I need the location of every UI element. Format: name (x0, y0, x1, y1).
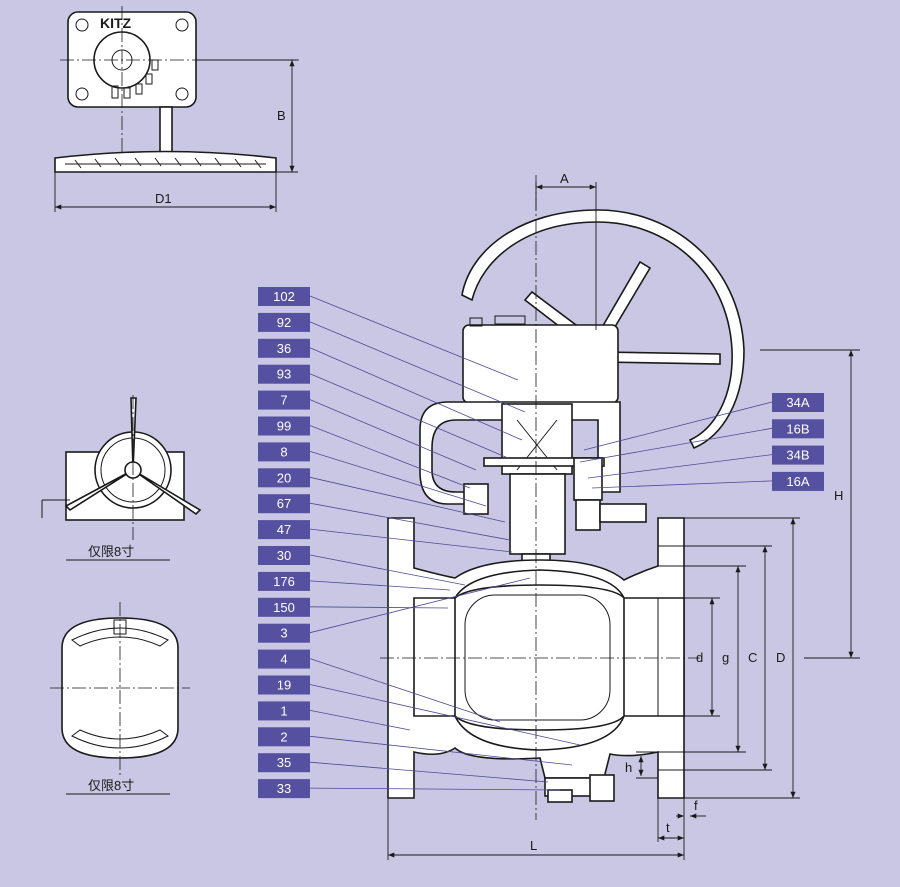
part-label-19: 19 (258, 675, 581, 746)
dim-label-A: A (560, 171, 569, 186)
dim-label-d: d (696, 650, 703, 665)
part-label-1: 1 (258, 701, 411, 731)
part-label-92: 92 (258, 312, 526, 413)
part-label-33: 33 (258, 779, 561, 799)
main-dimensions: A H d g C D h f (387, 171, 860, 860)
part-label-text: 8 (280, 444, 287, 459)
gearbox-brand-text: KITZ (100, 15, 132, 31)
part-label-text: 47 (277, 522, 291, 537)
part-label-text: 1 (280, 703, 287, 718)
part-label-20: 20 (258, 468, 506, 523)
part-label-3: 3 (258, 577, 531, 643)
part-label-4: 4 (258, 649, 501, 723)
dim-label-D: D (776, 650, 785, 665)
part-label-2: 2 (258, 727, 573, 766)
part-label-text: 92 (277, 315, 291, 330)
part-label-text: 93 (277, 367, 291, 382)
part-label-text: 20 (277, 470, 291, 485)
part-label-text: 99 (277, 419, 291, 434)
part-labels-left: 102 92 36 93 7 99 8 20 67 47 30 176 150 3 4 19 1 2 35 33 (258, 287, 581, 799)
part-label-text: 3 (280, 626, 287, 641)
part-label-text: 102 (273, 289, 295, 304)
part-label-text: 30 (277, 548, 291, 563)
gearbox-top-view: KITZ B D1 (54, 6, 300, 212)
part-label-150: 150 (258, 597, 449, 617)
part-label-text: 150 (273, 600, 295, 615)
part-label-7: 7 (258, 390, 477, 471)
ball-view-note: 仅限8寸 (88, 778, 134, 793)
dim-label-g: g (722, 650, 729, 665)
dim-label-t: t (666, 820, 670, 835)
part-label-text: 2 (280, 729, 287, 744)
part-label-34B: 34B (587, 445, 824, 479)
part-label-text: 16B (786, 421, 809, 436)
dim-label-C: C (748, 650, 757, 665)
dim-label-h: h (625, 760, 632, 775)
part-label-34A: 34A (583, 393, 824, 451)
part-label-93: 93 (258, 364, 509, 459)
part-label-16A: 16A (591, 471, 824, 491)
part-label-text: 4 (280, 652, 287, 667)
part-label-text: 34A (786, 395, 809, 410)
part-label-text: 176 (273, 574, 295, 589)
part-label-99: 99 (258, 416, 471, 489)
part-label-30: 30 (258, 546, 466, 586)
part-labels-right: 34A 16B 34B 16A (579, 393, 824, 491)
part-label-text: 7 (280, 393, 287, 408)
dim-label-D1: D1 (155, 191, 172, 206)
dim-label-B: B (277, 108, 286, 123)
part-label-text: 34B (786, 448, 809, 463)
part-label-text: 33 (277, 781, 291, 796)
dim-label-f: f (694, 798, 698, 813)
part-label-36: 36 (258, 338, 523, 441)
dim-label-L: L (530, 838, 537, 853)
part-label-176: 176 (258, 571, 451, 591)
part-label-text: 36 (277, 341, 291, 356)
ball-detail-view: 仅限8寸 (50, 602, 190, 795)
wheel-view-note: 仅限8寸 (88, 544, 134, 559)
part-label-text: 16A (786, 474, 809, 489)
part-label-47: 47 (258, 520, 513, 553)
part-label-text: 35 (277, 755, 291, 770)
part-label-8: 8 (258, 442, 487, 507)
part-label-67: 67 (258, 494, 511, 541)
handwheel-detail-view: 仅限8寸 (41, 395, 202, 561)
dim-label-H: H (834, 488, 843, 503)
valve-main-section (380, 175, 745, 820)
part-label-35: 35 (258, 753, 549, 783)
part-label-16B: 16B (579, 419, 824, 463)
part-label-text: 19 (277, 678, 291, 693)
part-label-text: 67 (277, 496, 291, 511)
part-label-102: 102 (258, 287, 519, 381)
